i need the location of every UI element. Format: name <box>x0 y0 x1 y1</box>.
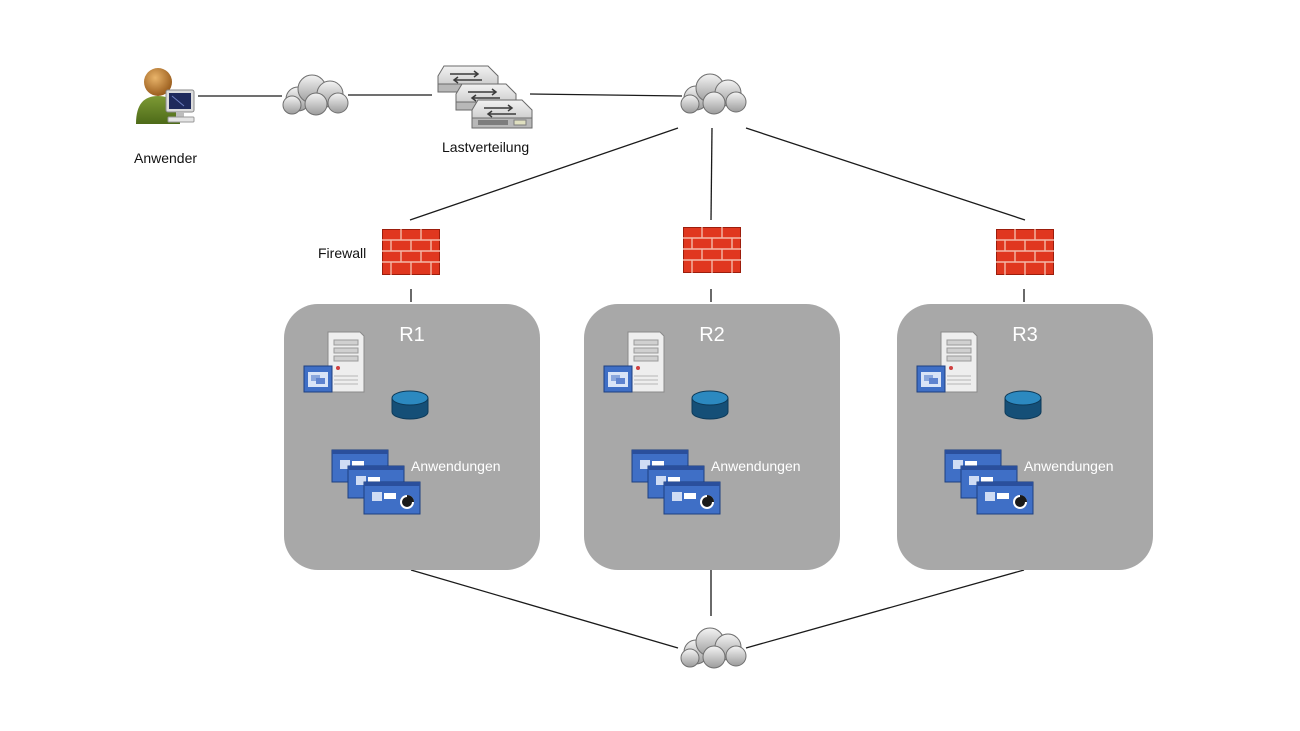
firewall-label: Firewall <box>318 245 367 261</box>
applications-label: Anwendungen <box>711 458 801 474</box>
region-title: R2 <box>699 324 725 346</box>
applications-label: Anwendungen <box>1024 458 1114 474</box>
region-r1: R1 <box>284 304 540 570</box>
database-icon <box>1004 390 1042 420</box>
user-icon <box>136 68 195 124</box>
region-r2: R2 <box>584 304 840 570</box>
cloud-icon <box>282 74 349 116</box>
server-icon <box>303 331 365 393</box>
cloud-icon <box>680 627 747 669</box>
database-icon <box>391 390 429 420</box>
firewall-icon <box>382 229 440 275</box>
region-title: R3 <box>1012 324 1038 346</box>
database-icon <box>691 390 729 420</box>
firewall-icon <box>996 229 1054 275</box>
server-icon <box>916 331 978 393</box>
user-label: Anwender <box>134 150 198 166</box>
load-balancer-label: Lastverteilung <box>442 139 530 155</box>
cloud-icon <box>680 73 747 115</box>
application-windows-icon <box>331 449 421 515</box>
server-icon <box>603 331 665 393</box>
region-title: R1 <box>399 324 425 346</box>
region-r3: R3 <box>897 304 1153 570</box>
firewall-icon <box>683 227 741 273</box>
application-windows-icon <box>631 449 721 515</box>
switch-stack-icon <box>437 65 533 129</box>
application-windows-icon <box>944 449 1034 515</box>
applications-label: Anwendungen <box>411 458 501 474</box>
